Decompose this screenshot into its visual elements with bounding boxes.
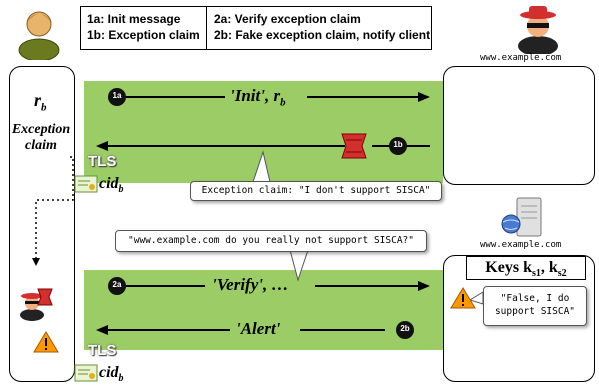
tls-label-1: TLS bbox=[88, 153, 117, 170]
badge-1b-circle bbox=[389, 137, 407, 155]
tls-label-2: TLS bbox=[88, 342, 117, 359]
arrow-2b-head bbox=[96, 325, 108, 335]
legend-col1: 1a: Init message 1b: Exception claim bbox=[87, 11, 200, 43]
legend-col2: 2a: Verify exception claim 2b: Fake exce… bbox=[214, 11, 430, 43]
legend-2a: 2a: Verify exception claim bbox=[214, 12, 361, 26]
certificate-icon-1 bbox=[74, 175, 98, 193]
question-bubble-tail bbox=[289, 249, 309, 282]
attacker-icon-top bbox=[518, 6, 558, 54]
arrow-1a-head bbox=[418, 92, 430, 102]
legend-1b: 1b: Exception claim bbox=[87, 28, 200, 42]
client-panel bbox=[9, 66, 75, 382]
badge-2a: 2a bbox=[112, 280, 122, 289]
server-panel-top bbox=[443, 66, 595, 185]
client-nonce-label: rb bbox=[34, 90, 47, 114]
badge-1b: 1b bbox=[393, 140, 403, 149]
exception-claim-bubble: Exception claim: "I don't support SISCA" bbox=[190, 181, 442, 201]
warning-icon-server bbox=[450, 287, 476, 309]
question-bubble: "www.example.com do you really not suppo… bbox=[115, 230, 427, 252]
tls-channel-band-2 bbox=[84, 270, 443, 350]
attacker-icon-client bbox=[20, 288, 53, 321]
legend-box: 1a: Init message 1b: Exception claim 2a:… bbox=[80, 6, 432, 50]
dotted-arrowhead bbox=[32, 258, 40, 266]
cid-label-2: cidb bbox=[99, 364, 124, 385]
reply-bubble: "False, I do support SISCA" bbox=[483, 286, 587, 326]
legend-2b: 2b: Fake exception claim, notify client bbox=[214, 28, 431, 42]
server-icon bbox=[501, 197, 542, 237]
badge-2a-circle bbox=[108, 277, 126, 295]
arrow-1b-head bbox=[96, 141, 108, 151]
legend-1a: 1a: Init message bbox=[87, 12, 181, 26]
forged-message-icon bbox=[341, 133, 367, 159]
warning-icon-client bbox=[33, 331, 59, 353]
keys-box: Keys ks1, ks2 bbox=[466, 256, 586, 280]
message-1a-label: 'Init', rb bbox=[230, 86, 286, 109]
client-user-icon bbox=[18, 11, 60, 60]
client-exception-label: Exception claim bbox=[11, 122, 71, 153]
legend-divider bbox=[206, 7, 207, 49]
server-domain-mid: www.example.com bbox=[480, 240, 562, 250]
badge-1a: 1a bbox=[112, 91, 122, 100]
dotted-connector bbox=[35, 156, 74, 258]
exception-bubble-tail bbox=[252, 150, 271, 183]
badge-2b: 2b bbox=[400, 324, 410, 333]
server-domain-top: www.example.com bbox=[480, 53, 562, 63]
cid-label-1: cidb bbox=[99, 175, 124, 196]
message-2a-label: 'Verify', … bbox=[212, 275, 289, 294]
badge-1a-circle bbox=[108, 88, 126, 106]
badge-2b-circle bbox=[396, 321, 414, 339]
certificate-icon-2 bbox=[74, 364, 98, 382]
message-2b-label: 'Alert' bbox=[236, 319, 281, 338]
arrow-2a-head bbox=[418, 281, 430, 291]
